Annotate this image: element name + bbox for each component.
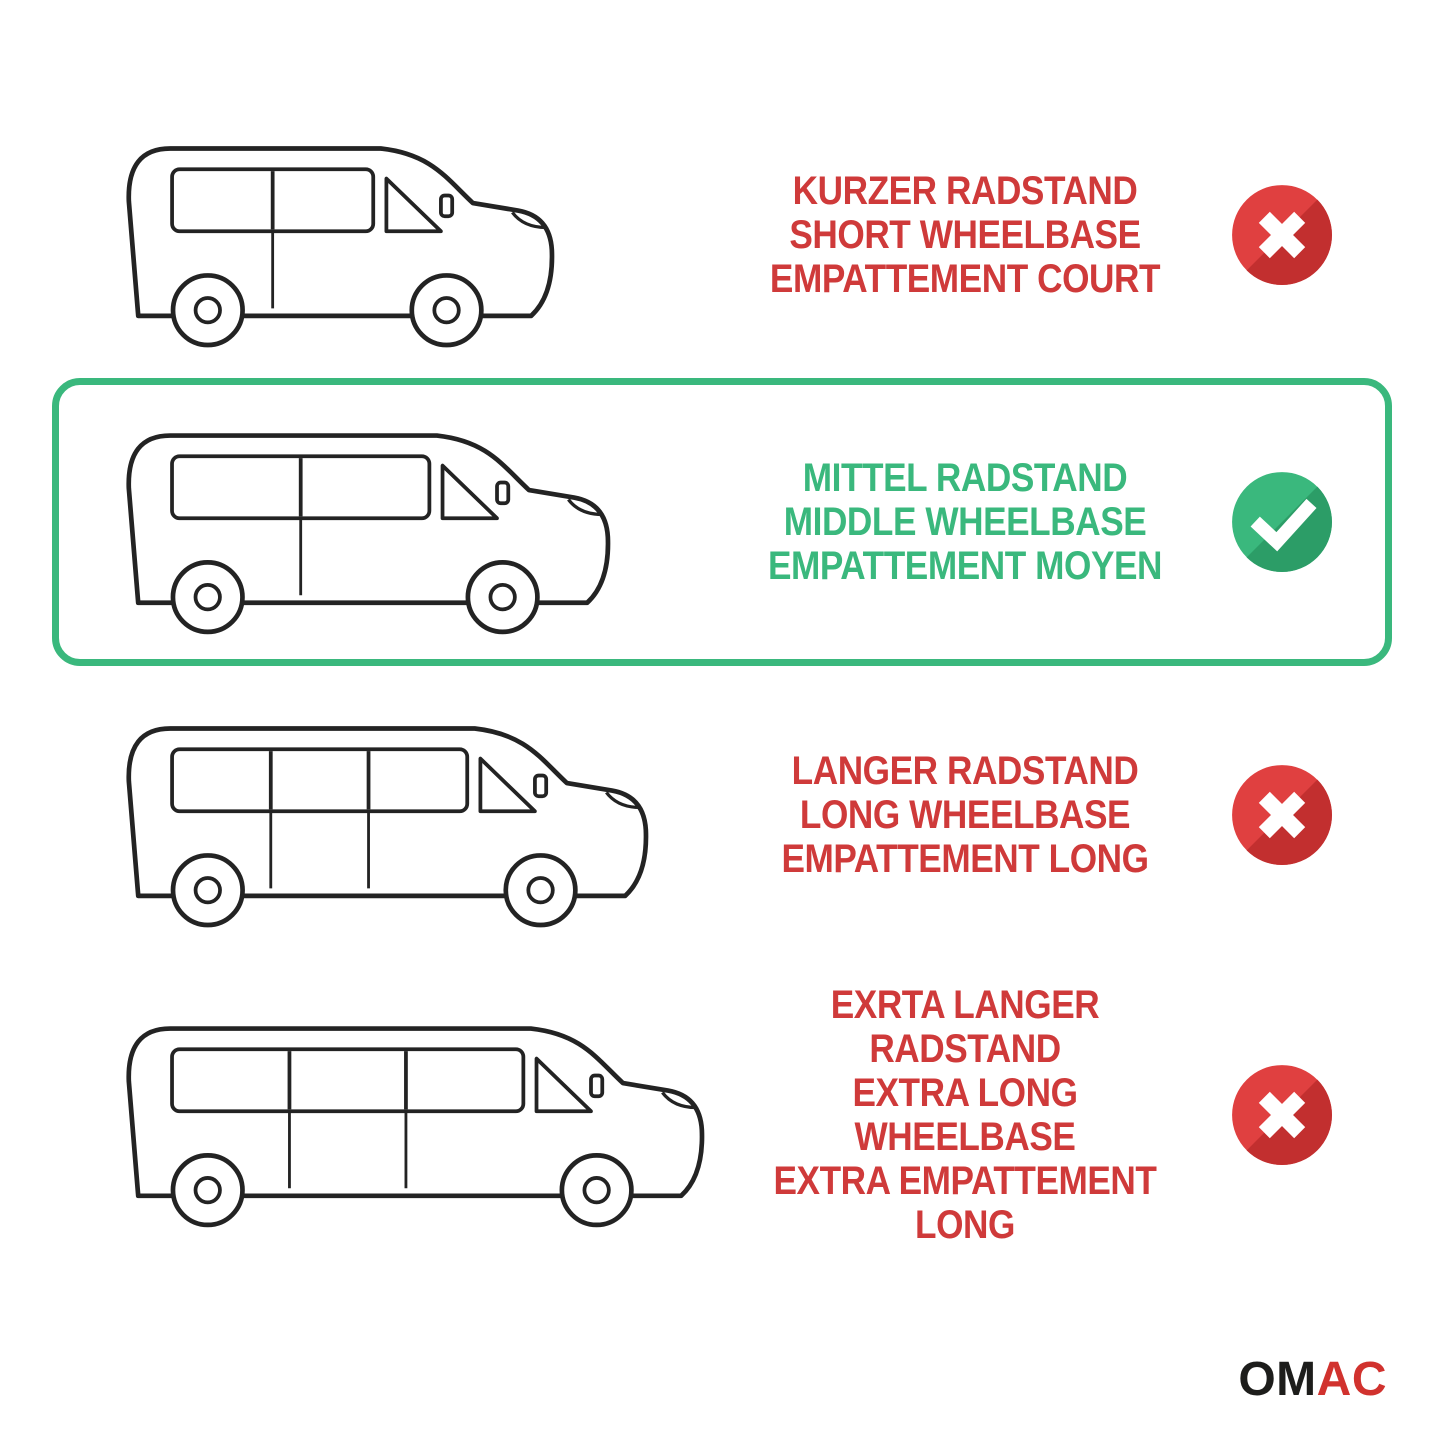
label-line-en: MIDDLE WHEELBASE <box>783 500 1147 544</box>
option-label-long: LANGER RADSTAND LONG WHEELBASE EMPATTEME… <box>735 749 1195 881</box>
label-line-de: EXRTA LANGER RADSTAND <box>830 983 1100 1071</box>
van-illustration-extra-long <box>95 997 715 1234</box>
van-drawing-icon <box>126 433 611 635</box>
status-badge <box>1230 763 1334 867</box>
label-line-fr: EMPATTEMENT LONG <box>781 837 1149 881</box>
x-mark-icon <box>1232 1065 1332 1165</box>
option-row-extra-long: EXRTA LANGER RADSTAND EXTRA LONG WHEELBA… <box>0 965 1445 1265</box>
logo-text-primary: OM <box>1238 1353 1317 1406</box>
option-row-middle: MITTEL RADSTAND MIDDLE WHEELBASE EMPATTE… <box>0 372 1445 672</box>
label-line-fr: EXTRA EMPATTEMENT LONG <box>773 1159 1157 1247</box>
option-row-long: LANGER RADSTAND LONG WHEELBASE EMPATTEME… <box>0 665 1445 965</box>
check-mark-icon <box>1232 472 1332 572</box>
status-badge <box>1230 1063 1334 1167</box>
van-drawing-icon <box>126 146 555 348</box>
label-line-fr: EMPATTEMENT COURT <box>769 257 1161 301</box>
label-line-de: MITTEL RADSTAND <box>802 456 1128 500</box>
label-line-fr: EMPATTEMENT MOYEN <box>767 544 1163 588</box>
van-illustration-long <box>95 697 659 934</box>
label-line-en: SHORT WHEELBASE <box>789 213 1141 257</box>
x-mark-icon <box>1232 185 1332 285</box>
option-label-short: KURZER RADSTAND SHORT WHEELBASE EMPATTEM… <box>735 169 1195 301</box>
van-illustration-short <box>95 117 565 354</box>
label-line-de: LANGER RADSTAND <box>791 749 1139 793</box>
van-drawing-icon <box>126 726 649 928</box>
van-illustration-middle <box>95 404 621 641</box>
label-line-de: KURZER RADSTAND <box>792 169 1138 213</box>
status-badge <box>1230 183 1334 287</box>
van-drawing-icon <box>126 1026 705 1228</box>
option-label-middle: MITTEL RADSTAND MIDDLE WHEELBASE EMPATTE… <box>735 456 1195 588</box>
label-line-en: LONG WHEELBASE <box>799 793 1131 837</box>
highlight-box <box>52 378 1392 666</box>
logo-text-accent: AC <box>1316 1353 1387 1406</box>
x-mark-icon <box>1232 765 1332 865</box>
status-badge <box>1230 470 1334 574</box>
label-line-en: EXTRA LONG WHEELBASE <box>852 1071 1078 1159</box>
omac-logo: OMAC <box>1238 1352 1387 1407</box>
option-row-short: KURZER RADSTAND SHORT WHEELBASE EMPATTEM… <box>0 85 1445 385</box>
option-label-extra-long: EXRTA LANGER RADSTAND EXTRA LONG WHEELBA… <box>735 983 1195 1247</box>
